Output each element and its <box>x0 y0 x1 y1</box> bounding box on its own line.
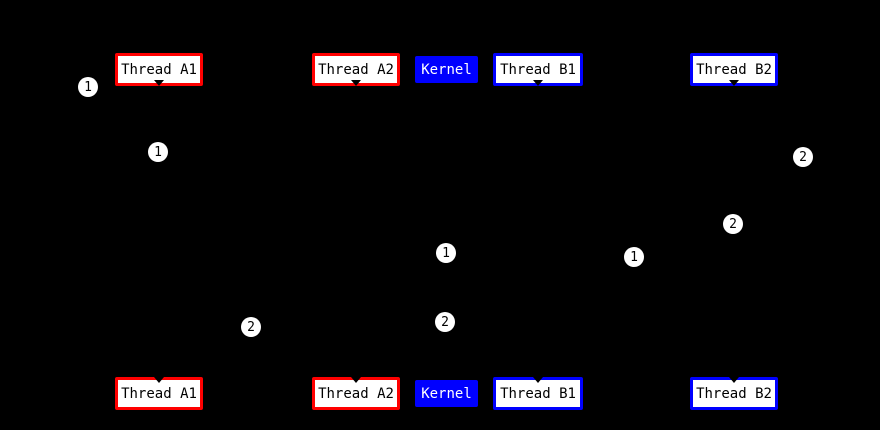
entity-box-kernel-top: Kernel <box>415 56 478 83</box>
lifeline-stub-icon <box>154 80 164 86</box>
entity-label: Thread B2 <box>696 385 772 402</box>
entity-label: Thread A2 <box>318 385 394 402</box>
entity-box-thread-b1-top: Thread B1 <box>493 53 583 86</box>
entity-box-thread-a2-top: Thread A2 <box>312 53 400 86</box>
entity-box-thread-a1-top: Thread A1 <box>115 53 203 86</box>
lifeline-arrowhead-icon <box>351 377 361 383</box>
step-marker-4: 2 <box>723 214 743 234</box>
lifeline-arrowhead-icon <box>729 377 739 383</box>
lifeline-arrowhead-icon <box>154 377 164 383</box>
lifeline-arrowhead-icon <box>533 377 543 383</box>
step-marker-1: 1 <box>78 77 98 97</box>
step-marker-7: 2 <box>435 312 455 332</box>
entity-label: Kernel <box>421 61 472 78</box>
step-marker-5: 1 <box>436 243 456 263</box>
entity-box-thread-b2-bottom: Thread B2 <box>690 377 778 410</box>
entity-label: Thread A1 <box>121 61 197 78</box>
lifeline-stub-icon <box>351 80 361 86</box>
entity-label: Thread B2 <box>696 61 772 78</box>
lifeline-stub-icon <box>533 80 543 86</box>
entity-box-thread-a1-bottom: Thread A1 <box>115 377 203 410</box>
entity-label: Thread B1 <box>500 385 576 402</box>
entity-box-thread-b2-top: Thread B2 <box>690 53 778 86</box>
step-marker-3: 2 <box>793 147 813 167</box>
entity-box-kernel-bottom: Kernel <box>415 380 478 407</box>
step-marker-2: 1 <box>148 142 168 162</box>
entity-label: Thread A1 <box>121 385 197 402</box>
entity-box-thread-b1-bottom: Thread B1 <box>493 377 583 410</box>
step-marker-6: 1 <box>624 247 644 267</box>
step-marker-8: 2 <box>241 317 261 337</box>
entity-label: Thread B1 <box>500 61 576 78</box>
entity-label: Kernel <box>421 385 472 402</box>
entity-box-thread-a2-bottom: Thread A2 <box>312 377 400 410</box>
lifeline-stub-icon <box>729 80 739 86</box>
entity-label: Thread A2 <box>318 61 394 78</box>
